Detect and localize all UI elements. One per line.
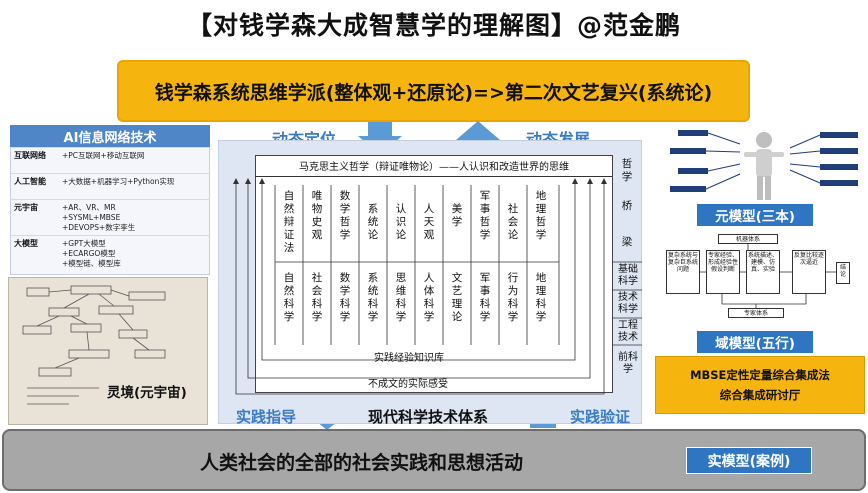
top-cell: 认识论 xyxy=(395,203,407,241)
right-label-tech: 技术科学 xyxy=(618,292,638,315)
modern-science-system-label: 现代科学技术体系 xyxy=(368,408,489,426)
sketch-image xyxy=(8,277,208,425)
top-cell: 地理哲学 xyxy=(535,190,547,241)
domain-box: 复杂系统与复杂巨系统问题 xyxy=(666,250,700,294)
meta-model-image xyxy=(660,124,865,204)
ai-row-value: +SYSML+MBSE xyxy=(62,213,121,222)
ai-row-value: +GPT大模型 xyxy=(62,239,106,248)
ai-row-key: 元宇宙 xyxy=(14,203,38,212)
philosophy-header: 马克思主义哲学（辩证唯物论）——人认识和改造世界的思维 xyxy=(299,162,569,173)
divider xyxy=(255,176,613,177)
right-label-pre-science: 前科学 xyxy=(618,352,638,375)
bridge-column-line xyxy=(612,155,613,393)
case-model-badge: 实模型(案例) xyxy=(686,447,812,474)
meta-model-figure-icon xyxy=(670,130,858,200)
ai-row-value: +ECARGO模型 xyxy=(62,249,116,258)
expert-system-box: 专家体系 xyxy=(728,308,784,318)
domain-box: 系统描述、建模、仿真、实验 xyxy=(746,250,780,294)
ai-row-value: +AR、VR、MR xyxy=(62,203,116,212)
mbse-line-2: 综合集成研讨厅 xyxy=(719,388,801,402)
ai-row-value: +PC互联网+移动互联网 xyxy=(62,151,145,160)
page-title: 【对钱学森大成智慧学的理解图】@范金鹏 xyxy=(186,11,681,40)
bottom-cell: 人体科学 xyxy=(423,272,435,323)
domain-model-image: 机器体系 复杂系统与复杂巨系统问题 专家经验、形成经验性假设判断 系统描述、建模… xyxy=(662,232,865,332)
practice-guidance-label: 实践指导 xyxy=(236,408,297,426)
sketch-drawing-icon xyxy=(22,285,166,405)
top-cell: 数学哲学 xyxy=(339,190,351,241)
bottom-cell: 思维科学 xyxy=(395,272,407,323)
domain-arrows-icon xyxy=(700,244,836,308)
ai-row-value: +DEVOPS+数字孪生 xyxy=(62,223,136,232)
mbse-box: MBSE定性定量综合集成法 综合集成研讨厅 xyxy=(655,356,865,414)
right-label-philosophy: 哲学 xyxy=(621,158,633,183)
top-cell: 系统论 xyxy=(367,203,379,241)
domain-model-label: 域模型(五行) xyxy=(697,331,813,353)
feeling-label: 不成文的实际感受 xyxy=(368,379,448,390)
bottom-practice-text: 人类社会的全部的社会实践和思想活动 xyxy=(200,452,524,474)
bottom-cell: 地理科学 xyxy=(535,272,547,323)
top-cell: 自然辩证法 xyxy=(283,190,295,254)
ai-row-value: +大数据+机器学习+Python实现 xyxy=(62,177,175,186)
ai-row-key: 互联网络 xyxy=(14,151,46,160)
top-cell: 军事哲学 xyxy=(479,190,491,241)
science-system-inner xyxy=(255,155,613,393)
top-cell: 唯物史观 xyxy=(311,190,323,241)
ai-row-metaverse: 元宇宙 +AR、VR、MR +SYSML+MBSE +DEVOPS+数字孪生 xyxy=(10,199,210,235)
domain-box: 反复比较逐次逼近 xyxy=(792,250,826,294)
bottom-cell: 社会科学 xyxy=(311,272,323,323)
bottom-cell: 军事科学 xyxy=(479,272,491,323)
bottom-cell: 行为科学 xyxy=(507,272,519,323)
bottom-cell: 系统科学 xyxy=(367,272,379,323)
right-label-engineering: 工程技术 xyxy=(618,320,638,343)
ai-row-ai: 人工智能 +大数据+机器学习+Python实现 xyxy=(10,173,210,199)
ai-row-key: 大模型 xyxy=(14,239,38,248)
ai-tech-header: AI信息网络技术 xyxy=(10,125,210,147)
top-banner: 钱学森系统思维学派(整体观+还原论)=>第二次文艺复兴(系统论) xyxy=(117,60,750,122)
ai-row-internet: 互联网络 +PC互联网+移动互联网 xyxy=(10,147,210,173)
top-cell: 社会论 xyxy=(507,203,519,241)
top-cell: 美学 xyxy=(451,203,463,228)
machine-system-box: 机器体系 xyxy=(718,234,778,244)
bottom-cell: 数学科学 xyxy=(339,272,351,323)
bottom-cell: 自然科学 xyxy=(283,272,295,323)
ai-row-large-model: 大模型 +GPT大模型 +ECARGO模型 +模型链、模型库 xyxy=(10,235,210,275)
sketch-label: 灵境(元宇宙) xyxy=(107,385,187,401)
right-label-bridge2: 梁 xyxy=(621,236,633,248)
domain-box: 结论 xyxy=(836,262,850,284)
right-label-bridge: 桥 xyxy=(621,200,633,212)
domain-box: 专家经验、形成经验性假设判断 xyxy=(706,250,740,294)
ai-row-value: +模型链、模型库 xyxy=(62,259,121,268)
experience-label: 实践经验知识库 xyxy=(374,353,444,364)
mbse-line-1: MBSE定性定量综合集成法 xyxy=(690,368,830,382)
meta-model-label: 元模型(三本) xyxy=(697,204,813,226)
practice-verification-label: 实践验证 xyxy=(570,408,631,426)
ai-row-key: 人工智能 xyxy=(14,177,46,186)
bottom-cell: 文艺理论 xyxy=(451,272,463,323)
right-label-basic: 基础科学 xyxy=(618,264,638,287)
top-cell: 人天观 xyxy=(423,203,435,241)
